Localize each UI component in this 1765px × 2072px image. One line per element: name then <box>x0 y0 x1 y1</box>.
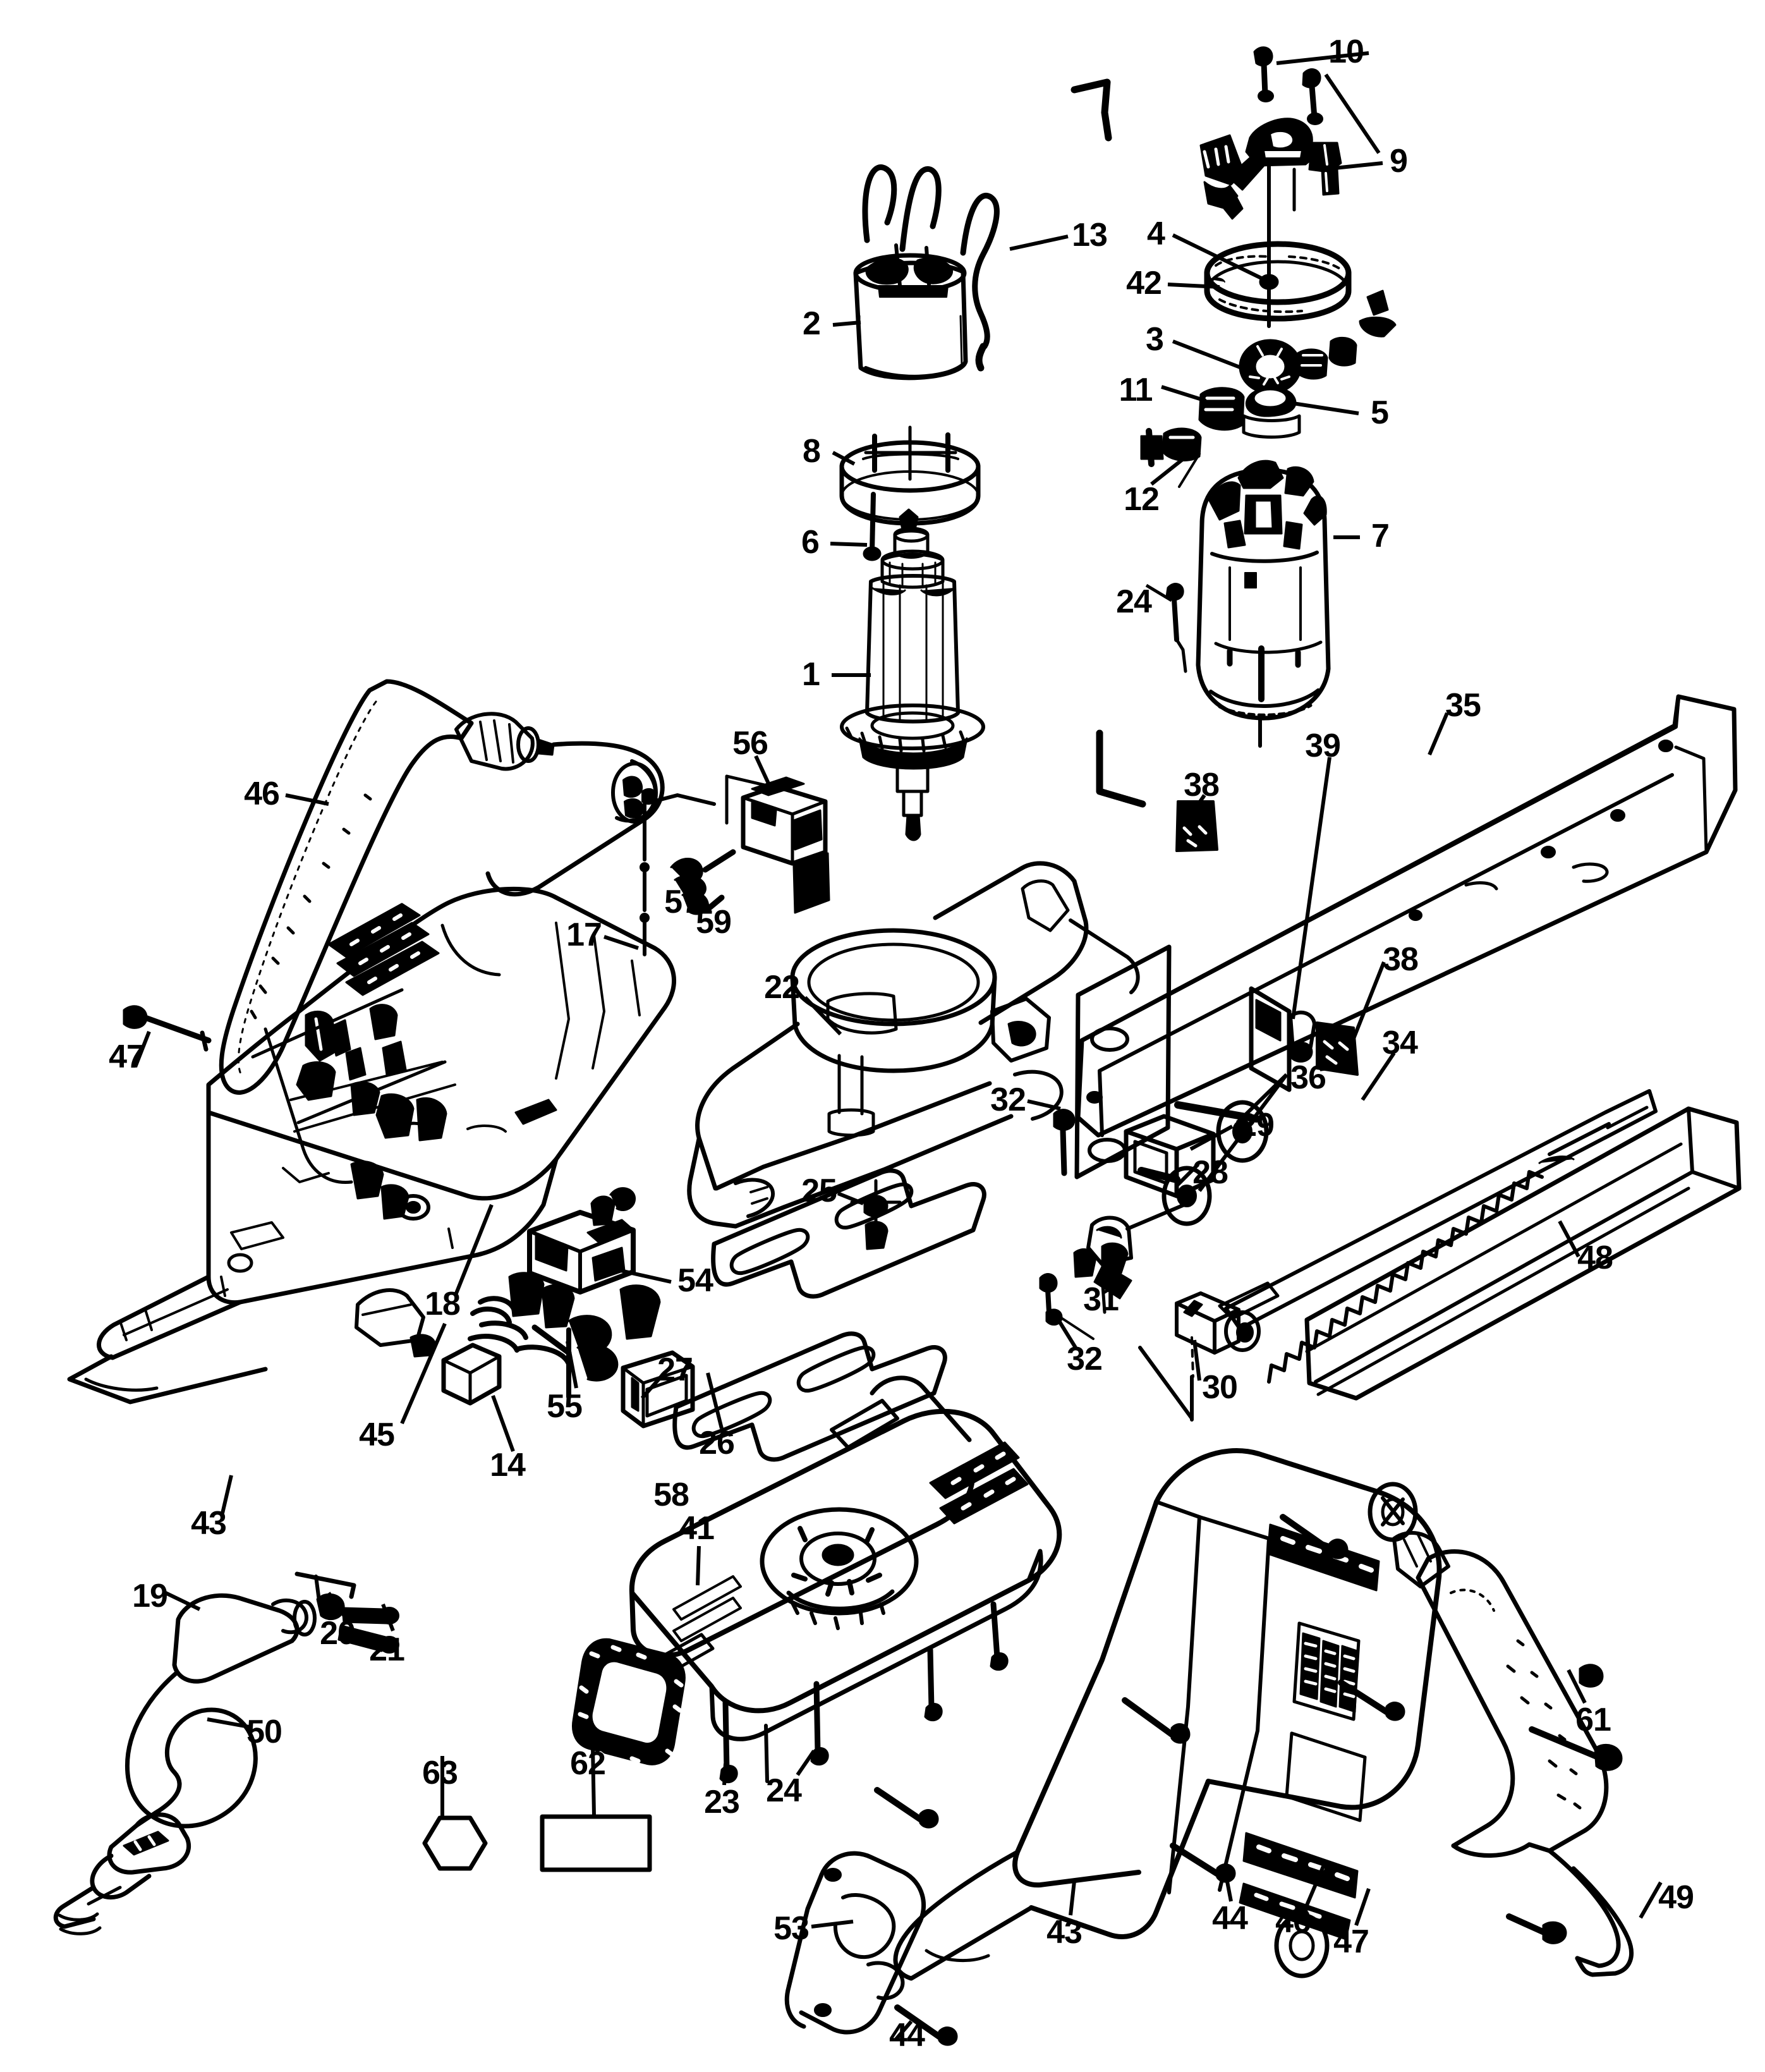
part-24-top: 24 <box>1116 583 1152 620</box>
bearing-cap-assembly <box>1239 336 1357 439</box>
screw-47-left <box>123 1005 212 1052</box>
part-6: 6 <box>801 524 820 561</box>
part-42: 42 <box>1126 265 1162 302</box>
part-31: 31 <box>1083 1281 1119 1318</box>
part-49: 49 <box>1658 1879 1694 1916</box>
field-stator-assembly <box>853 164 1000 381</box>
part-48: 48 <box>1577 1240 1613 1276</box>
gearcase-yoke-assembly <box>687 861 1140 1250</box>
part-58: 58 <box>653 1477 689 1513</box>
part-32-upper: 32 <box>990 1082 1026 1118</box>
brush-set-assembly <box>640 774 830 956</box>
part-12: 12 <box>1124 481 1160 518</box>
switch-trigger-cluster <box>441 1187 695 1429</box>
small-hardware-group <box>1039 1114 1280 1422</box>
part-45: 45 <box>359 1417 395 1453</box>
symbol-parts <box>422 1814 652 1872</box>
part-44-mid: 44 <box>1212 1900 1248 1937</box>
blade-carrier-plates <box>672 1168 986 1462</box>
part-21: 21 <box>369 1631 405 1668</box>
part-47-left: 47 <box>109 1039 145 1075</box>
part-22: 22 <box>764 969 800 1006</box>
part-43-left: 43 <box>191 1505 227 1542</box>
part-46-right: 46 <box>1275 1903 1311 1940</box>
saw-blade-and-scabbard <box>1224 1089 1742 1401</box>
part-14: 14 <box>490 1447 526 1484</box>
part-39: 39 <box>1305 728 1341 764</box>
right-housing-assembly <box>784 1448 1634 2046</box>
part-18: 18 <box>425 1286 461 1322</box>
part-5: 5 <box>1371 394 1389 431</box>
part-41: 41 <box>679 1510 715 1547</box>
part-23: 23 <box>704 1784 740 1820</box>
part-7: 7 <box>1371 518 1390 554</box>
part-61: 61 <box>1575 1702 1611 1738</box>
part-34: 34 <box>1382 1025 1418 1061</box>
part-57: 57 <box>664 884 700 920</box>
part-30: 30 <box>1202 1369 1238 1406</box>
part-54: 54 <box>677 1262 713 1299</box>
armature-assembly <box>840 508 985 841</box>
part-43-right: 43 <box>1046 1914 1083 1951</box>
part-11: 11 <box>1119 372 1153 408</box>
part-59: 59 <box>696 904 732 941</box>
part-26: 26 <box>699 1425 735 1461</box>
motor-housing-assembly <box>1165 460 1331 748</box>
ring-seal-assembly <box>1204 226 1397 338</box>
part-24-bottom: 24 <box>766 1772 802 1809</box>
part-55: 55 <box>547 1388 583 1425</box>
part-32-lower: 32 <box>1067 1341 1103 1377</box>
part-8: 8 <box>803 433 821 470</box>
part-1: 1 <box>802 656 820 693</box>
part-2: 2 <box>803 305 821 342</box>
part-46-left: 46 <box>244 776 280 812</box>
part-4: 4 <box>1147 216 1165 252</box>
lower-housing-tray <box>572 1375 1062 1784</box>
part-50: 50 <box>246 1714 282 1750</box>
part-53: 53 <box>773 1910 810 1947</box>
part-19: 19 <box>132 1578 168 1614</box>
part-17: 17 <box>566 917 602 953</box>
left-housing-assembly <box>67 679 677 1405</box>
part-63: 63 <box>422 1755 458 1791</box>
part-10: 10 <box>1328 34 1364 70</box>
part-44-bottom: 44 <box>889 2017 925 2054</box>
part-13: 13 <box>1072 217 1108 253</box>
part-9: 9 <box>1390 143 1408 180</box>
part-36: 36 <box>1290 1059 1326 1096</box>
part-56: 56 <box>732 725 768 762</box>
part-20: 20 <box>320 1615 356 1652</box>
part-38-lower: 38 <box>1383 941 1419 978</box>
cord-plug-assembly <box>53 1571 399 1935</box>
orientation-arrows <box>1071 78 1146 808</box>
part-29: 29 <box>1239 1107 1275 1143</box>
part-25: 25 <box>801 1173 837 1209</box>
part-38-upper: 38 <box>1184 767 1220 803</box>
part-47-right: 47 <box>1333 1923 1369 1960</box>
part-27: 27 <box>657 1351 693 1388</box>
part-62: 62 <box>570 1745 606 1782</box>
part-28: 28 <box>1192 1154 1228 1191</box>
part-35: 35 <box>1445 687 1481 724</box>
part-3: 3 <box>1146 321 1164 358</box>
